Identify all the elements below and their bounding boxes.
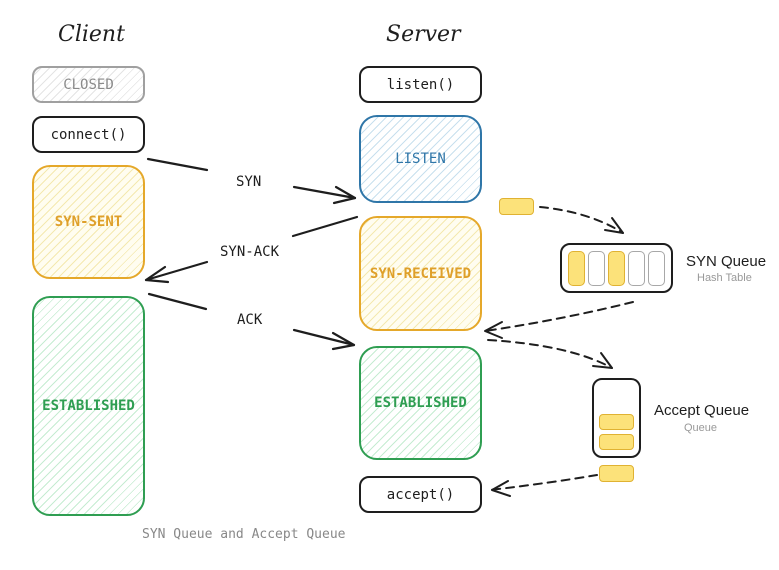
server-title: Server [386,22,461,47]
server-accept-call: accept() [359,476,482,513]
incoming-syn-request [499,198,534,215]
accept-queue-container [592,378,641,458]
syn-ack-arrow-line-a [291,215,359,238]
server-listen-state: LISTEN [359,115,482,203]
syn-queue-title: SYN Queue [686,253,767,270]
accept-queue-title: Accept Queue [654,402,750,419]
client-connect-label: connect() [50,126,127,143]
syn-ack-message-label: SYN-ACK [220,244,280,260]
syn-queue-subtitle: Hash Table [697,272,752,284]
syn-queue-arrow-head [604,217,624,234]
server-listen-call-label: listen() [386,76,455,93]
dashed-arrow-to-accept-call [489,474,598,491]
client-closed-label: CLOSED [63,76,114,93]
syn-arrow-line-a [146,157,209,172]
syn-queue-container [560,243,673,293]
syn-arrow-head [332,185,357,205]
client-connect-call: connect() [32,116,145,153]
dashed-arrow-to-accept-queue [487,339,613,369]
server-syn-received-label: SYN-RECEIVED [369,265,472,282]
syn-queue-slot [628,251,645,286]
ack-arrow-line-a [147,292,208,311]
client-closed-state: CLOSED [32,66,145,103]
client-title: Client [58,22,125,47]
server-listen-label: LISTEN [395,151,446,167]
syn-ack-arrow-head [144,265,170,284]
dashed-arrow-syn-queue-to-syn-received [484,301,634,332]
accept-call-arrow-head [491,480,511,497]
server-syn-received-state: SYN-RECEIVED [359,216,482,331]
ack-arrow-head [331,331,356,351]
syn-arrow-line-b [292,185,357,200]
accept-queue-item [599,434,634,450]
client-established-state: ESTABLISHED [32,296,145,516]
ack-message-label: ACK [237,312,263,328]
server-established-state: ESTABLISHED [359,346,482,460]
server-accept-label: accept() [386,486,455,503]
syn-received-arrow-head [484,321,503,339]
syn-queue-slot [588,251,605,286]
client-established-label: ESTABLISHED [42,398,135,414]
syn-ack-arrow-line-b [144,260,209,282]
dequeued-connection [599,465,634,482]
accept-queue-item [599,414,634,430]
syn-message-label: SYN [236,174,262,190]
client-syn-sent-label: SYN-SENT [54,214,123,230]
server-established-label: ESTABLISHED [374,395,467,411]
dashed-arrow-to-syn-queue [539,206,624,234]
syn-queue-slot [648,251,665,286]
accept-queue-arrow-head [592,352,613,369]
syn-queue-slot [608,251,625,286]
client-syn-sent-state: SYN-SENT [32,165,145,279]
syn-queue-slot [568,251,585,286]
diagram-caption: SYN Queue and Accept Queue [142,527,346,542]
accept-queue-subtitle: Queue [684,422,718,434]
server-listen-call: listen() [359,66,482,103]
ack-arrow-line-b [292,328,356,347]
